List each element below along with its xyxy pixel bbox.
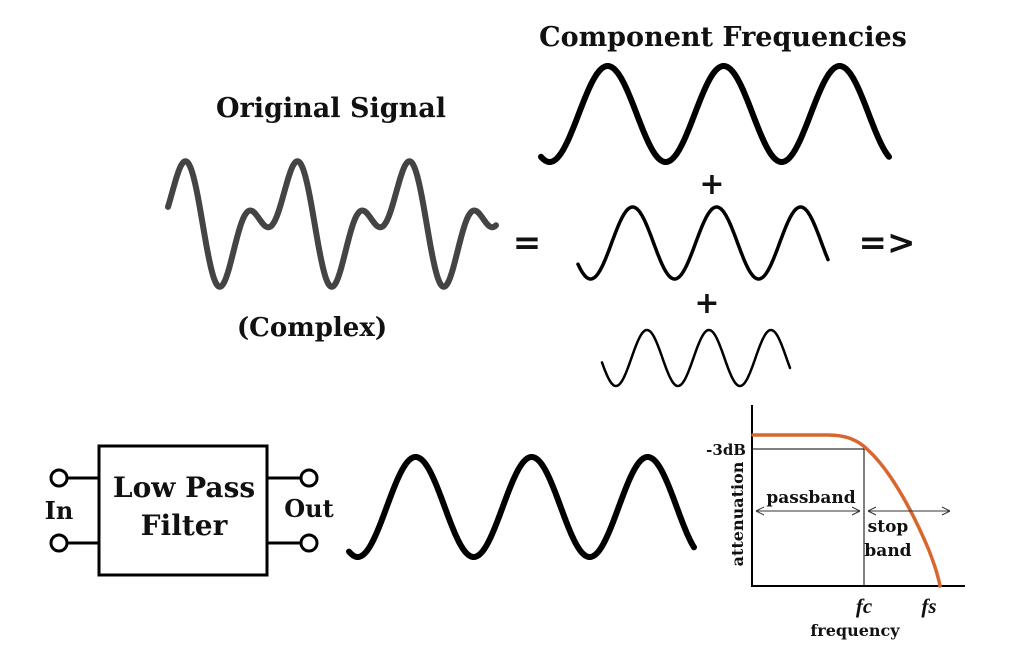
response-curve — [751, 433, 942, 588]
component-frequencies-title: Component Frequencies — [539, 22, 907, 53]
component-wave-high — [600, 328, 792, 388]
fc-label: fc — [856, 594, 873, 618]
result-arrow: => — [859, 223, 916, 263]
passband-arrow-right-head — [851, 506, 861, 516]
stopband-label-line1: stop — [868, 517, 909, 537]
filter-label-line2: Filter — [141, 509, 229, 542]
filtered-output-wave — [346, 454, 697, 560]
x-axis-label: frequency — [810, 621, 900, 640]
stopband-arrow-left-head — [867, 506, 877, 516]
output-label: Out — [284, 494, 333, 523]
filter-label-line1: Low Pass — [113, 471, 255, 504]
minus3db-label: -3dB — [706, 441, 746, 459]
equals-sign: = — [513, 223, 542, 263]
fs-label: fs — [921, 594, 936, 618]
filter-box — [97, 444, 269, 577]
y-axis-label: attenuation — [728, 461, 747, 566]
input-label: In — [45, 496, 74, 525]
input-terminal-bottom — [49, 533, 69, 553]
plus-sign-2: + — [694, 286, 719, 321]
frequency-response-plot: -3dB attenuation frequency passband stop… — [706, 405, 965, 640]
input-terminal-top — [49, 468, 69, 488]
passband-arrow-left-head — [755, 506, 765, 516]
output-terminal-top — [299, 468, 319, 488]
complex-label: (Complex) — [237, 313, 387, 343]
stopband-label-line2: band — [864, 541, 911, 561]
plus-sign-1: + — [699, 167, 724, 202]
stopband-arrow-right-head — [941, 506, 951, 516]
component-wave-low — [538, 63, 892, 165]
complex-signal-wave — [165, 158, 499, 290]
original-signal-title: Original Signal — [216, 93, 446, 124]
output-terminal-bottom — [299, 533, 319, 553]
component-wave-mid — [576, 205, 830, 281]
low-pass-filter-block: Low Pass Filter In Out — [45, 444, 334, 577]
passband-label: passband — [766, 488, 855, 508]
